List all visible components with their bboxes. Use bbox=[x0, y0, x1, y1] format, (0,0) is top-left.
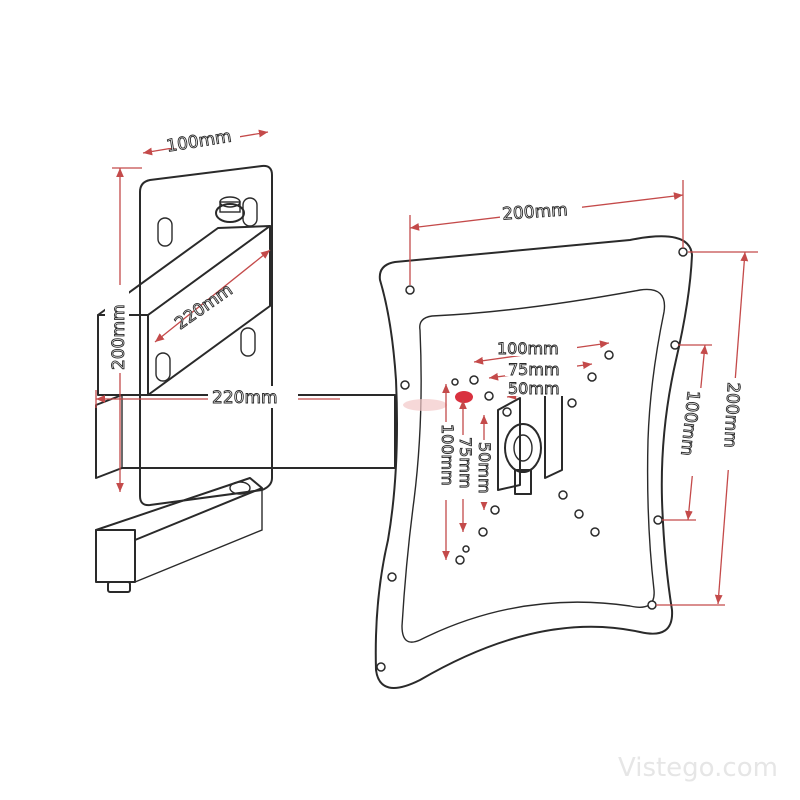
label-lower-arm-length: 220mm bbox=[212, 388, 278, 408]
dimension-labels: 100mm 200mm 220mm 220mm 200mm 200mm 100m… bbox=[105, 126, 748, 502]
label-vesa-v-75: 75mm bbox=[456, 437, 475, 489]
label-vesa-v-100: 100mm bbox=[438, 424, 457, 486]
label-vesa-v-50: 50mm bbox=[475, 442, 494, 494]
dimension-lines bbox=[95, 129, 758, 606]
label-vesa-h-100: 100mm bbox=[497, 339, 559, 358]
accent-mark bbox=[455, 391, 473, 403]
vesa-plate bbox=[374, 235, 693, 689]
accent-mark-faint bbox=[403, 399, 447, 411]
label-vesa-plate-height: 200mm bbox=[720, 382, 743, 449]
watermark: Vistego.com bbox=[618, 753, 778, 783]
label-wall-plate-height: 200mm bbox=[109, 304, 129, 370]
label-vesa-h-50: 50mm bbox=[508, 379, 560, 398]
label-upper-arm-length: 220mm bbox=[171, 280, 236, 334]
wall-plate bbox=[139, 164, 273, 507]
label-vesa-h-75: 75mm bbox=[508, 360, 560, 379]
